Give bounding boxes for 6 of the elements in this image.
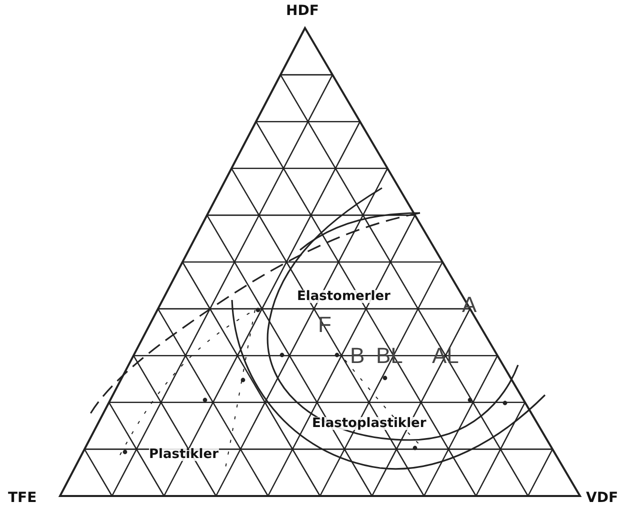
region-label: Elastomerler [297,290,390,303]
region-label: Elastoplastikler [312,417,426,430]
vertex-label: HDF [286,4,319,18]
vertex-label: VDF [586,491,618,505]
vertex-label: TFE [8,491,37,505]
region-label: Plastikler [149,448,218,461]
